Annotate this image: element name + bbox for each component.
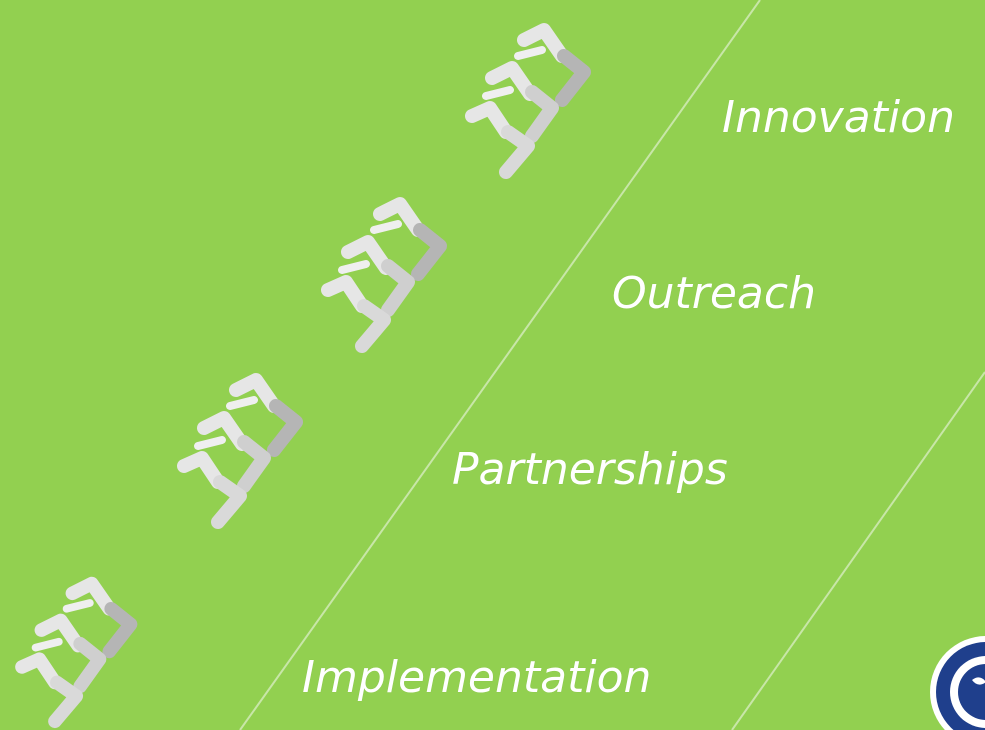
chevron-arrow-cluster-icon	[465, 23, 591, 179]
step-label-outreach: Outreach	[612, 268, 816, 319]
divider-line-right	[731, 371, 985, 730]
divider-line-left	[239, 0, 761, 730]
step-label-partnerships: Partnerships	[452, 444, 728, 495]
step-label-implementation: Implementation	[302, 652, 652, 703]
chevron-arrow-cluster-icon	[321, 197, 447, 353]
organization-seal-logo	[930, 636, 985, 730]
chevron-arrow-cluster-icon	[177, 373, 303, 529]
chevron-arrow-cluster-icon	[15, 576, 138, 729]
step-label-innovation: Innovation	[722, 92, 955, 143]
